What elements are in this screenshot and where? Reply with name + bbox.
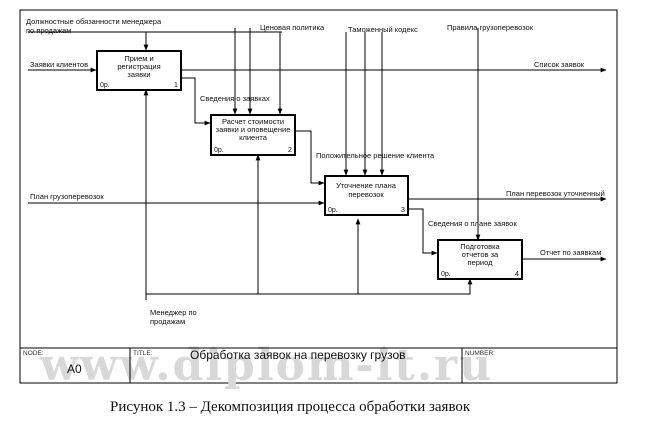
box-2-line-2: заявки и оповещение <box>216 125 291 134</box>
box-1-cost: 0р. <box>100 82 110 89</box>
arrow-plan-info <box>408 208 438 256</box>
label-request-info: Сведения о заявках <box>200 94 270 103</box>
node-label: NODE: <box>23 350 44 357</box>
box-3-line-1: Уточнение плана <box>336 181 397 190</box>
box-4-line-3: период <box>468 258 494 267</box>
box-4-number: 4 <box>515 271 519 278</box>
box-2-number: 2 <box>288 147 292 154</box>
label-manager-1: Менеджер по <box>150 308 197 317</box>
arrow-manager-box3 <box>258 218 361 295</box>
figure-caption: Рисунок 1.3 – Декомпозиция процесса обра… <box>110 399 471 415</box>
label-refined-plan: План перевозок уточненный <box>506 189 605 198</box>
label-duties-2: по продажам <box>26 26 71 35</box>
box-2-line-3: клиента <box>239 133 268 142</box>
box-1-line-3: заявки <box>127 70 150 79</box>
box-1-line-2: регистрация <box>117 62 160 71</box>
label-plan-info: Сведения о плане заявок <box>428 219 517 228</box>
box-3-number: 3 <box>401 207 405 214</box>
arrow-request-info <box>181 77 211 126</box>
process-box-3[interactable]: Уточнение плана перевозок 0р. 3 <box>324 175 409 216</box>
box-2-line-1: Расчет стоимости <box>222 117 284 126</box>
box-1-line-1: Прием и <box>124 54 153 63</box>
footer-frame: NODE: A0 TITLE: Обработка заявок на пере… <box>20 347 617 383</box>
diagram-title: Обработка заявок на перевозку грузов <box>190 348 406 362</box>
title-label: TITLE: <box>133 350 153 357</box>
number-label: NUMBER: <box>465 350 495 357</box>
process-box-1[interactable]: Прием и регистрация заявки 0р. 1 <box>96 50 182 91</box>
label-request-list: Список заявок <box>534 60 585 69</box>
arrow-positive-decision <box>295 130 325 186</box>
diagram-border <box>19 9 618 384</box>
arrow-manager-box2 <box>146 154 261 295</box>
process-box-4[interactable]: Подготовка отчетов за период 0р. 4 <box>437 239 523 280</box>
label-price-policy: Ценовая политика <box>260 23 325 32</box>
label-manager-2: продажам <box>150 317 185 326</box>
box-4-cost: 0р. <box>441 271 451 278</box>
label-transport-rules: Правила грузоперевозок <box>447 23 534 32</box>
node-value: A0 <box>67 362 82 376</box>
label-client-requests: Заявки клиентов <box>30 60 88 69</box>
box-2-cost: 0р. <box>214 147 224 154</box>
box-3-cost: 0р. <box>328 207 338 214</box>
box-1-number: 1 <box>174 82 178 89</box>
process-box-2[interactable]: Расчет стоимости заявки и оповещение кли… <box>210 114 296 156</box>
label-duties-1: Должностные обязанности менеджера <box>26 17 162 26</box>
box-4-line-1: Подготовка <box>460 242 500 251</box>
box-4-line-2: отчетов за <box>462 250 499 259</box>
label-transport-plan: План грузоперевозок <box>30 192 104 201</box>
box-3-line-2: перевозок <box>348 190 384 199</box>
arrow-manager-box4 <box>358 278 473 295</box>
label-customs-code: Таможенный кодекс <box>348 25 418 34</box>
label-positive-decision: Положительное решение клиента <box>316 151 435 160</box>
label-report: Отчет по заявкам <box>540 248 601 257</box>
